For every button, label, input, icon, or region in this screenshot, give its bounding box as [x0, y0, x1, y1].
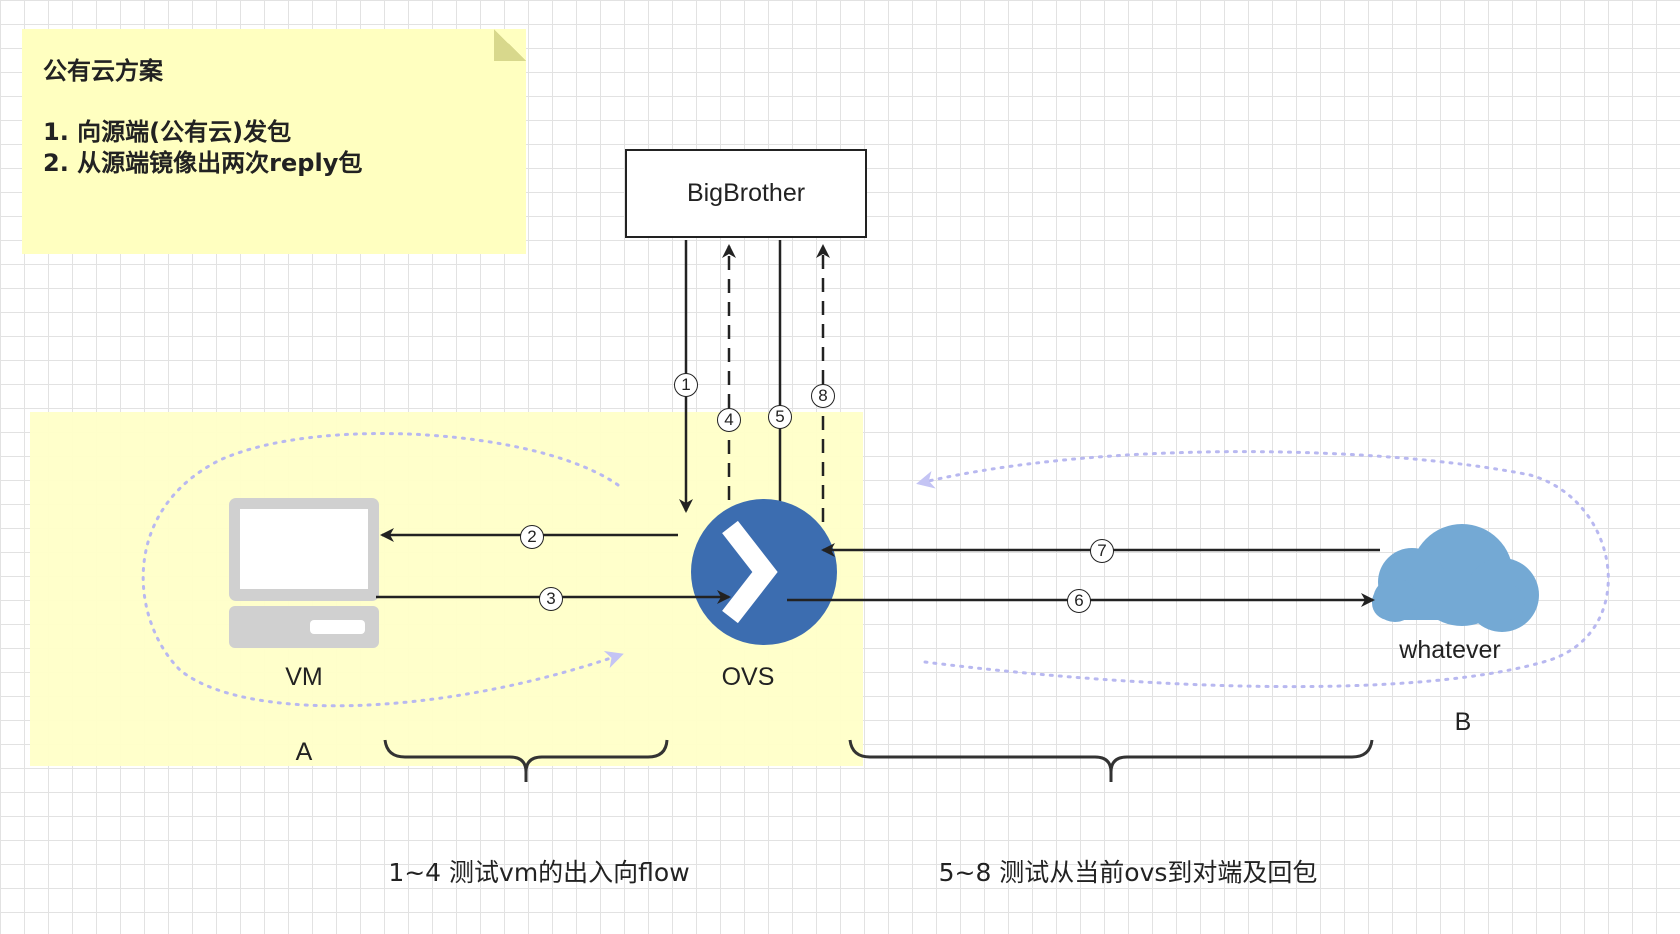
step-marker-3: 3: [539, 587, 563, 611]
note-fold-corner: [494, 29, 526, 61]
zone-b-label: B: [1454, 708, 1472, 736]
cloud-label: whatever: [1399, 636, 1501, 664]
note-line-2: 2. 从源端镜像出两次reply包: [43, 149, 363, 177]
step-marker-4: 4: [717, 408, 741, 432]
ovs-label: OVS: [721, 663, 775, 691]
ovs-icon: [691, 499, 837, 645]
step-marker-1: 1: [674, 373, 698, 397]
note-line-1: 1. 向源端(公有云)发包: [43, 118, 292, 146]
brace-left: [383, 739, 669, 782]
brace-right: [848, 739, 1374, 782]
computer-icon: [229, 498, 379, 648]
step-marker-7: 7: [1090, 539, 1114, 563]
zone-a-label: A: [295, 738, 313, 766]
step-marker-6: 6: [1067, 589, 1091, 613]
sticky-note[interactable]: 公有云方案 1. 向源端(公有云)发包 2. 从源端镜像出两次reply包: [22, 29, 526, 254]
vm-label: VM: [285, 663, 323, 691]
step-marker-8: 8: [811, 384, 835, 408]
note-title: 公有云方案: [43, 57, 163, 85]
caption-right: 5~8 测试从当前ovs到对端及回包: [938, 858, 1318, 887]
vm-loop-dotted-top: [141, 432, 624, 708]
cloud-icon: [1372, 524, 1539, 632]
step-marker-5: 5: [768, 405, 792, 429]
caption-left: 1~4 测试vm的出入向flow: [388, 858, 690, 887]
bigbrother-box[interactable]: BigBrother: [625, 149, 867, 238]
cloud-loop-dotted: [916, 450, 1610, 689]
bigbrother-label: BigBrother: [686, 179, 806, 207]
step-marker-2: 2: [520, 525, 544, 549]
